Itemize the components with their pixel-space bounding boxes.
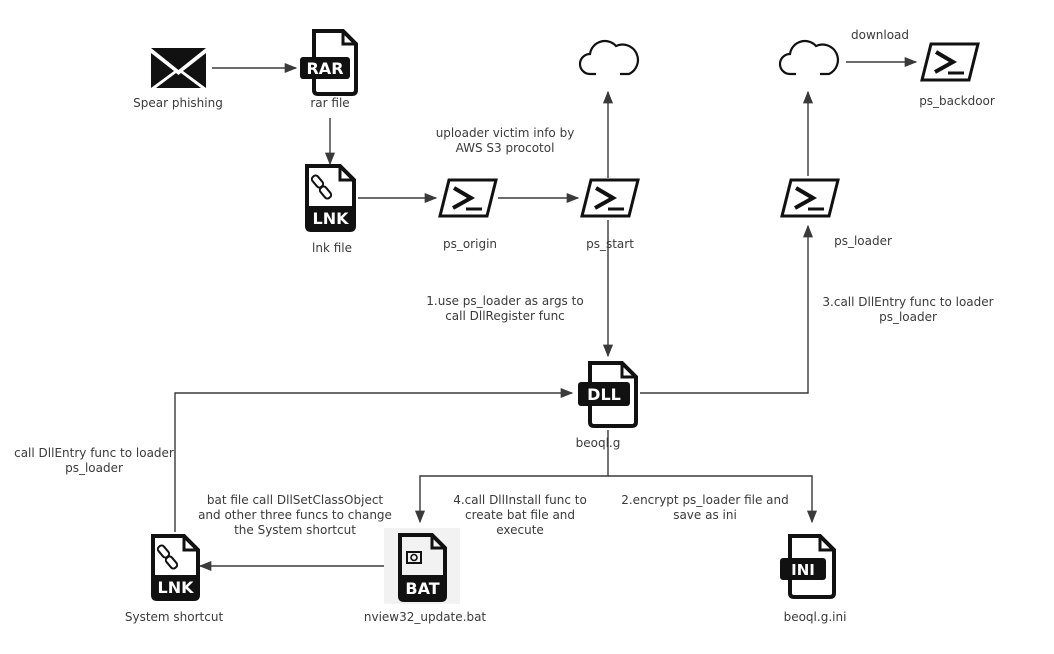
edge-label-bat-change: bat file call DllSetClassObject and othe… [198,493,392,537]
edge-label-step4: 4.call DllInstall func to create bat fil… [453,493,587,537]
bat-icon-text: BAT [405,579,439,598]
powershell-icon-start [580,178,640,218]
rar-icon-text: RAR [306,59,343,78]
dll-file-icon: DLL [578,361,638,428]
ini-icon-text: INI [791,561,815,579]
label-bat: nview32_update.bat [363,610,487,624]
dll-icon-text: DLL [587,385,621,404]
edge-dll-to-loader [640,224,814,394]
edge-dll-to-bat [414,430,609,524]
label-spear-phishing: Spear phishing [133,96,223,110]
edge-shortcut-to-dll [174,387,574,532]
label-ps-loader: ps_loader [834,234,892,248]
rar-file-icon: RAR [300,29,358,96]
edge-label-download: download [850,28,910,42]
label-rar-file: rar file [310,96,350,110]
label-system-shortcut: System shortcut [124,610,224,624]
edge-label-step2: 2.encrypt ps_loader file and save as ini [621,493,789,522]
label-ini: beoql.g.ini [783,610,847,624]
edge-label-shortcut-call: call DllEntry func to loader ps_loader [14,446,174,475]
edge-label-step1: 1.use ps_loader as args to call DllRegis… [426,294,584,323]
label-lnk-file: lnk file [312,241,352,255]
powershell-icon-backdoor [920,42,980,82]
lnk-icon-text: LNK [313,209,350,228]
envelope-icon [151,48,206,88]
bat-file-icon: BAT [384,528,460,604]
powershell-icon-loader [780,178,840,218]
ini-file-icon: INI [780,534,836,599]
edge-label-upload: uploader victim info by AWS S3 procotol [435,126,575,155]
edge-dll-to-ini [608,475,818,524]
system-shortcut-icon: LNK [151,534,200,601]
cloud-upload-icon-start [578,39,639,76]
lnk-file-icon: LNK [305,164,356,232]
label-ps-origin: ps_origin [442,237,498,251]
powershell-icon-origin [438,178,498,218]
lnk-icon-text-shortcut: LNK [158,578,195,597]
label-ps-backdoor: ps_backdoor [919,94,995,108]
label-ps-start: ps_start [586,237,634,251]
edge-label-step3: 3.call DllEntry func to loader ps_loader [822,295,994,324]
label-dll: beoql.g [575,436,621,450]
cloud-upload-icon-loader [778,39,839,76]
